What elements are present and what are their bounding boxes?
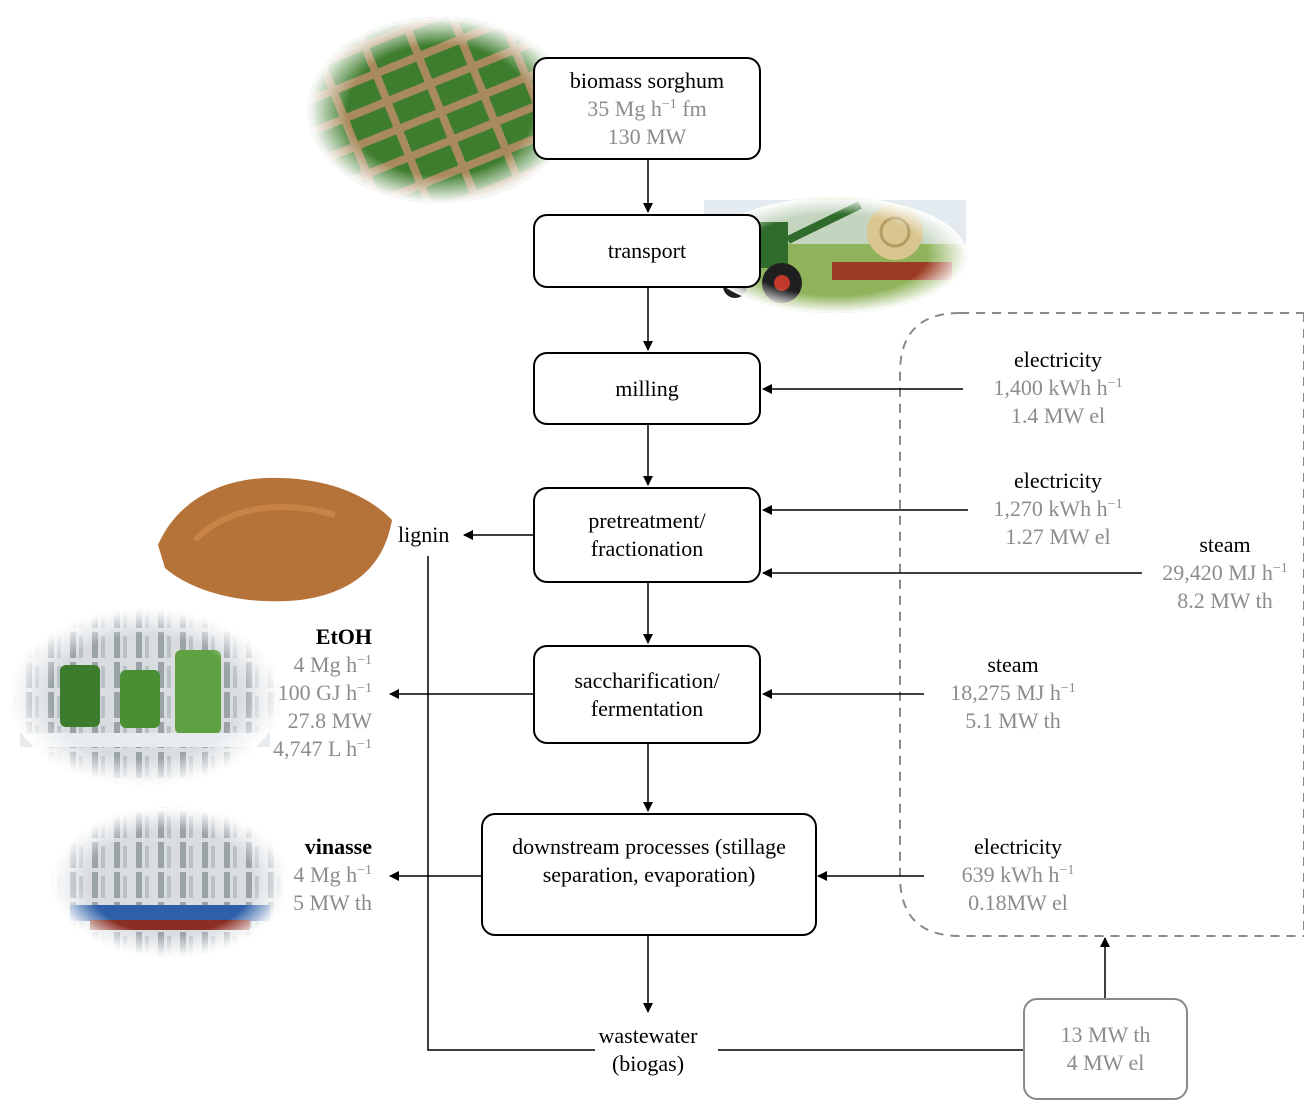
downstream-electricity-input: electricity 639 kWh h−1 0.18MW el (961, 834, 1075, 915)
vinasse-title: vinasse (304, 834, 372, 859)
wastewater-label: wastewater (biogas) (598, 1023, 698, 1076)
downstream-label-1: downstream processes (stillage (512, 834, 786, 859)
field-photo (308, 17, 572, 203)
biogas-chp-box: 13 MW th 4 MW el (1023, 998, 1188, 1100)
etoh-output: EtOH 4 Mg h−1 100 GJ h−1 27.8 MW 4,747 L… (240, 623, 372, 763)
etoh-title: EtOH (315, 624, 372, 649)
bioreactor-photo (10, 609, 280, 785)
etoh-power: 27.8 MW (287, 708, 372, 733)
chp-electric: 4 MW el (1066, 1050, 1145, 1075)
saccharification-label-1: saccharification/ (574, 667, 720, 693)
etoh-volume: 4,747 L h−1 (272, 736, 372, 761)
lignin-to-wastewater-line (427, 556, 595, 1051)
vinasse-power: 5 MW th (292, 890, 372, 915)
biomass-power: 130 MW (607, 123, 687, 149)
sacch-steam-input: steam 18,275 MJ h−1 5.1 MW th (950, 652, 1076, 733)
transport-label: transport (607, 238, 687, 263)
saccharification-label-2: fermentation (590, 695, 704, 721)
vinasse-mass: 4 Mg h−1 (293, 862, 372, 887)
biomass-sorghum-box: biomass sorghum 35 Mg h−1 fm 130 MW (533, 57, 761, 160)
lignin-label: lignin (398, 522, 450, 547)
pretreat-electricity-input: electricity 1,270 kWh h−1 1.27 MW el (993, 468, 1123, 549)
saccharification-box: saccharification/ fermentation (533, 645, 761, 744)
biomass-title: biomass sorghum (569, 67, 725, 93)
downstream-label-2: separation, evaporation) (542, 862, 756, 887)
milling-box: milling (533, 352, 761, 425)
milling-label: milling (615, 375, 679, 401)
pretreatment-box: pretreatment/ fractionation (533, 487, 761, 583)
pretreat-steam-input: steam 29,420 MJ h−1 8.2 MW th (1162, 532, 1288, 613)
milling-electricity-input: electricity 1,400 kWh h−1 1.4 MW el (993, 347, 1123, 428)
pretreatment-label-2: fractionation (590, 536, 704, 561)
lignin-powder-photo (158, 477, 392, 602)
biomass-rate: 35 Mg h−1 fm (587, 95, 707, 121)
etoh-energy: 100 GJ h−1 (277, 680, 372, 705)
etoh-mass: 4 Mg h−1 (293, 652, 372, 677)
vinasse-output: vinasse 4 Mg h−1 5 MW th (250, 833, 372, 917)
transport-box: transport (533, 214, 761, 288)
downstream-box: downstream processes (stillage separatio… (481, 813, 817, 936)
chp-thermal: 13 MW th (1060, 1022, 1151, 1047)
pretreatment-label-1: pretreatment/ (588, 508, 706, 533)
vinasse-lab-photo (52, 807, 288, 957)
